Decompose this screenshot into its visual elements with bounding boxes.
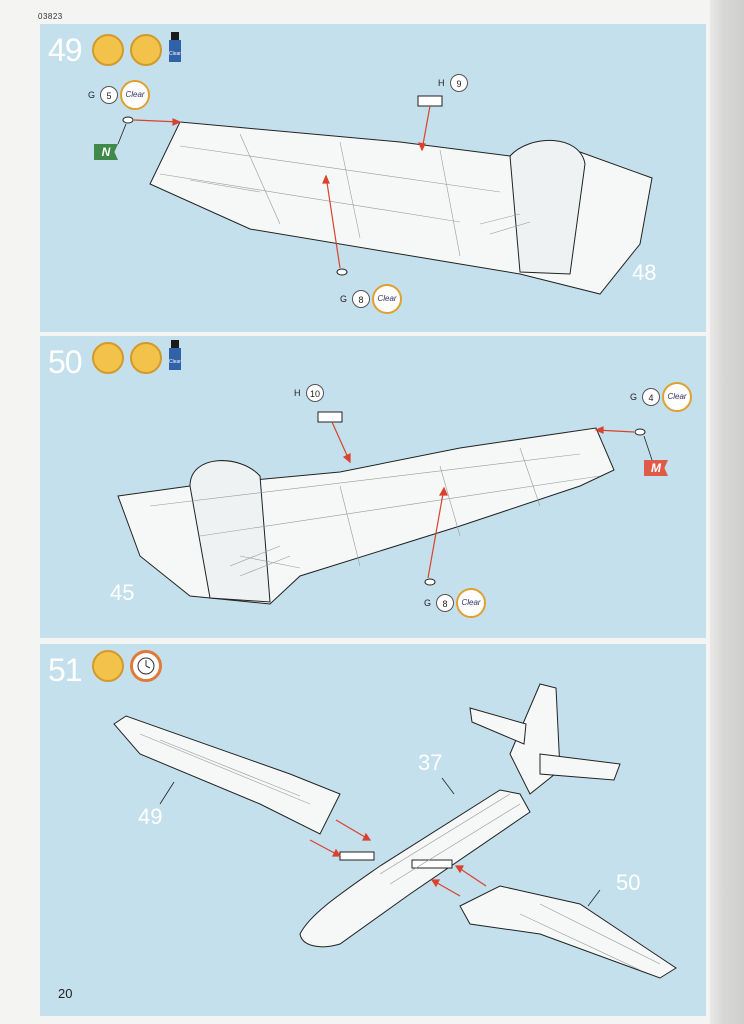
part-letter: G [424, 598, 432, 608]
wing-drawing-49 [117, 95, 653, 295]
part-number: 10 [306, 384, 324, 402]
step-51-panel: 51 [40, 644, 706, 1016]
clear-badge: Clear [120, 80, 150, 110]
step-50-panel: 50 Clear H 10 G 4 Clear M G 8 Clear [40, 336, 706, 638]
assembly-label-50: 50 [616, 870, 641, 895]
page-code: 03823 [38, 12, 63, 21]
aircraft-assembly-51 [113, 683, 677, 979]
assembly-label: 45 [110, 580, 135, 605]
step-number: 50 [48, 344, 83, 380]
page-edge-shadow [710, 0, 744, 1024]
part-number: 4 [642, 388, 660, 406]
bottle-shape: Clear [169, 32, 181, 62]
part-number: 8 [436, 594, 454, 612]
bottle-label: Clear [169, 51, 181, 57]
assembly-label-37: 37 [418, 750, 443, 775]
assembly-label-49: 49 [138, 804, 163, 829]
clock-icon [130, 650, 162, 682]
page-number: 20 [58, 986, 73, 1001]
part-letter: H [294, 388, 301, 398]
paint-brush-icon [92, 34, 124, 66]
bottle-label: Clear [169, 359, 181, 365]
part-number: 8 [352, 290, 370, 308]
paint-brush-icon [92, 342, 124, 374]
part-number: 5 [100, 86, 118, 104]
clear-badge: Clear [372, 284, 402, 314]
part-letter: G [630, 392, 638, 402]
glue-bottle-icon: Clear [168, 340, 182, 370]
flag-n: N [94, 144, 118, 160]
glue-brush-icon [130, 342, 162, 374]
paint-brush-icon [92, 650, 124, 682]
glue-bottle-icon: Clear [168, 32, 182, 62]
assembly-label: 48 [632, 260, 657, 285]
step-number: 49 [48, 32, 83, 68]
part-letter: G [340, 294, 348, 304]
step-49-panel: 49 Clear G 5 Clear N H 9 G 8 Clear [40, 24, 706, 332]
flag-m: M [644, 460, 668, 476]
clear-badge: Clear [456, 588, 486, 618]
glue-brush-icon [130, 34, 162, 66]
clear-badge: Clear [662, 382, 692, 412]
bottle-shape: Clear [169, 340, 181, 370]
part-letter: H [438, 78, 445, 88]
step-number: 51 [48, 652, 83, 688]
part-letter: G [88, 90, 96, 100]
wing-drawing-50 [117, 411, 653, 605]
clock-hands [137, 657, 155, 675]
part-number: 9 [450, 74, 468, 92]
